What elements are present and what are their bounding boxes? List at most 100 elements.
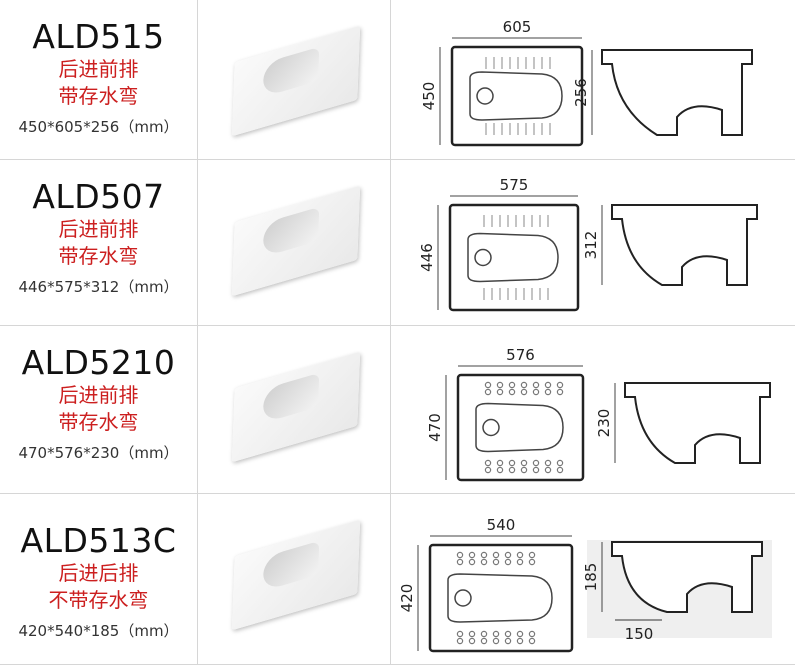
side-view-outline — [611, 541, 763, 613]
grip-dot — [456, 551, 464, 559]
grip-dot — [556, 388, 564, 396]
side-view-outline — [624, 382, 771, 464]
side-view-outline — [601, 49, 753, 136]
grip-dot — [492, 551, 500, 559]
product-photo-cell — [197, 0, 391, 159]
feature-line-1: 后进前排 — [58, 217, 139, 241]
side-height-label: 312 — [582, 231, 600, 260]
grip-dot — [508, 388, 516, 396]
feature-line-2: 带存水弯 — [58, 244, 139, 268]
grip-dot — [496, 388, 504, 396]
plan-depth-label: 470 — [426, 413, 444, 442]
product-info-cell: ALD507 后进前排 带存水弯 446*575*312（mm） — [0, 160, 198, 325]
product-info-cell: ALD5210 后进前排 带存水弯 470*576*230（mm） — [0, 326, 198, 493]
grip-dot — [508, 381, 516, 389]
side-height-label: 230 — [595, 409, 613, 438]
grip-dot — [544, 466, 552, 474]
dimensions-text: 420*540*185（mm） — [18, 622, 179, 640]
model-name: ALD507 — [32, 177, 165, 216]
grip-dot — [528, 551, 536, 559]
grip-dot — [480, 630, 488, 638]
grip-dot — [468, 558, 476, 566]
technical-drawing: 150 540 420 185 — [398, 516, 772, 653]
squat-toilet-photo — [227, 25, 367, 137]
product-info-cell: ALD515 后进前排 带存水弯 450*605*256（mm） — [0, 0, 198, 159]
grip-dot — [544, 388, 552, 396]
grip-dot — [504, 558, 512, 566]
product-row: ALD507 后进前排 带存水弯 446*575*312（mm） 575 446 — [0, 160, 795, 326]
grip-dot — [532, 388, 540, 396]
grip-dot — [456, 558, 464, 566]
plan-width-label: 540 — [487, 516, 516, 534]
technical-drawing-cell: 576 470 230 — [390, 326, 795, 493]
drain-hole — [474, 248, 492, 267]
grip-dot — [556, 381, 564, 389]
squat-toilet-photo — [227, 519, 367, 631]
grip-dot — [556, 466, 564, 474]
plan-view-outline — [448, 203, 580, 312]
grip-dot — [496, 466, 504, 474]
feature-line-2: 带存水弯 — [58, 410, 139, 434]
grip-dot — [468, 637, 476, 645]
grip-dot — [484, 388, 492, 396]
plan-width-label: 605 — [503, 18, 532, 36]
product-photo-cell — [197, 326, 391, 493]
plan-view-bowl — [447, 573, 553, 623]
grip-dot — [480, 637, 488, 645]
side-height-label: 185 — [582, 563, 600, 592]
drain-hole — [476, 87, 494, 105]
grip-dot — [520, 466, 528, 474]
technical-drawing: 576 470 230 — [426, 346, 771, 482]
grip-dot — [544, 459, 552, 467]
technical-drawing-cell: 575 446 312 — [390, 160, 795, 325]
model-name: ALD513C — [20, 521, 177, 560]
grip-dot — [508, 466, 516, 474]
plan-depth-label: 420 — [398, 584, 416, 613]
plan-depth-label: 450 — [420, 82, 438, 111]
grip-dot — [532, 381, 540, 389]
model-name: ALD515 — [32, 17, 165, 56]
plan-width-label: 576 — [506, 346, 535, 364]
side-length-label: 150 — [625, 625, 654, 643]
product-info-cell: ALD513C 后进后排 不带存水弯 420*540*185（mm） — [0, 494, 198, 664]
grip-dot — [520, 381, 528, 389]
product-row: ALD515 后进前排 带存水弯 450*605*256（mm） 605 450 — [0, 0, 795, 160]
grip-dot — [484, 381, 492, 389]
grip-dot — [508, 459, 516, 467]
technical-drawing-cell: 150 540 420 185 — [390, 494, 795, 664]
grip-dot — [468, 551, 476, 559]
grip-dot — [516, 630, 524, 638]
side-view-outline — [611, 204, 758, 286]
grip-dot — [504, 551, 512, 559]
grip-dot — [532, 459, 540, 467]
grip-dot — [468, 630, 476, 638]
dimensions-text: 450*605*256（mm） — [18, 118, 179, 136]
grip-dot — [496, 459, 504, 467]
grip-dot — [456, 637, 464, 645]
grip-dot — [528, 558, 536, 566]
product-row: ALD513C 后进后排 不带存水弯 420*540*185（mm） 150 5… — [0, 494, 795, 665]
grip-dot — [520, 388, 528, 396]
technical-drawing-cell: 605 450 256 — [390, 0, 795, 159]
feature-line-1: 后进前排 — [58, 383, 139, 407]
grip-dot — [532, 466, 540, 474]
plan-view-outline — [456, 373, 585, 482]
grip-dot — [492, 558, 500, 566]
grip-dot — [480, 558, 488, 566]
grip-dot — [516, 558, 524, 566]
grip-dot — [484, 466, 492, 474]
drain-hole — [482, 418, 500, 437]
feature-line-2: 不带存水弯 — [48, 588, 149, 612]
grip-dot — [504, 637, 512, 645]
dimensions-text: 446*575*312（mm） — [18, 278, 179, 296]
plan-width-label: 575 — [500, 176, 529, 194]
grip-dot — [528, 630, 536, 638]
plan-view-bowl — [467, 232, 559, 283]
technical-drawing: 605 450 256 — [420, 18, 753, 147]
model-name: ALD5210 — [21, 343, 176, 382]
plan-view-outline — [428, 543, 574, 653]
grip-dot — [520, 459, 528, 467]
feature-line-2: 带存水弯 — [58, 84, 139, 108]
plan-view-bowl — [469, 71, 563, 121]
